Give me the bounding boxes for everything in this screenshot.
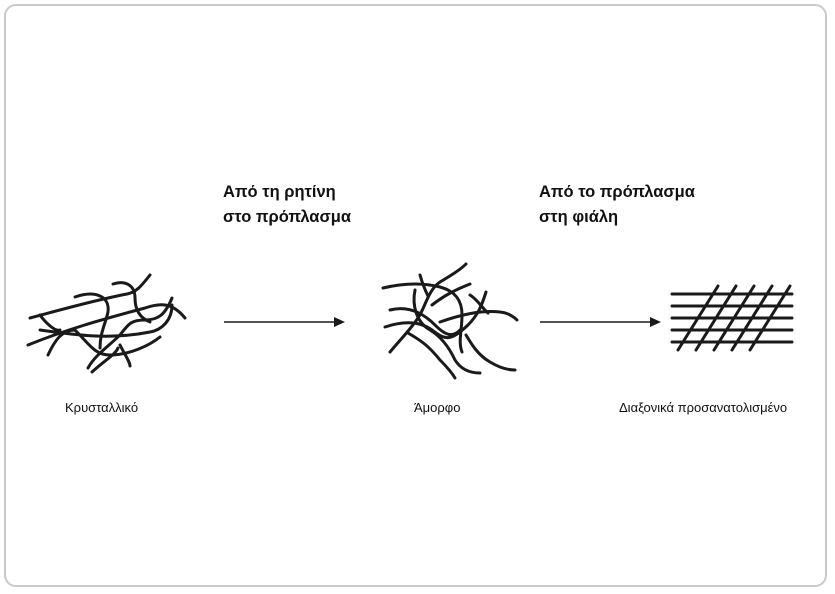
- crystalline-chain: [111, 281, 152, 324]
- crystalline-chain: [73, 292, 110, 350]
- step2-heading-line2: στη φιάλη: [539, 208, 619, 226]
- biaxial-oriented-structure: [670, 284, 794, 352]
- crystalline-chain: [118, 343, 132, 368]
- crystalline-chain: [90, 346, 120, 374]
- amorphous-structure: [381, 262, 519, 380]
- amorphous-chain: [438, 310, 519, 324]
- oriented-chain-diagonal: [694, 284, 738, 352]
- crystalline-chain: [38, 303, 174, 338]
- crystalline-caption: Κρυσταλλικό: [65, 400, 139, 415]
- crystalline-chain: [28, 273, 152, 320]
- arrow-resin-to-preform: [224, 317, 345, 327]
- oriented-chain-diagonal: [712, 284, 756, 352]
- amorphous-chain: [383, 290, 488, 340]
- step2-heading: Από το πρόπλασμα στη φιάλη: [539, 180, 695, 230]
- oriented-chain-diagonal: [748, 284, 792, 352]
- step1-heading: Από τη ρητίνη στο πρόπλασμα: [223, 180, 351, 230]
- biaxial-caption: Διαξονικά προσανατολισμένο: [619, 400, 788, 415]
- step1-heading-line1: Από τη ρητίνη: [223, 183, 336, 201]
- crystalline-chain: [86, 296, 174, 370]
- amorphous-chain: [418, 273, 430, 298]
- step1-heading-line2: στο πρόπλασμα: [223, 208, 351, 226]
- oriented-chain-diagonal: [676, 284, 720, 352]
- amorphous-caption: Άμορφο: [414, 400, 461, 415]
- amorphous-chain: [430, 282, 472, 307]
- amorphous-chain: [468, 293, 490, 315]
- crystalline-structure: [26, 273, 187, 374]
- amorphous-chain: [388, 262, 468, 354]
- step2-heading-line1: Από το πρόπλασμα: [539, 183, 695, 201]
- oriented-chain-diagonal: [730, 284, 774, 352]
- amorphous-chain: [406, 331, 457, 380]
- arrow-preform-to-bottle: [540, 317, 661, 327]
- crystalline-chain: [38, 313, 62, 332]
- amorphous-chain: [412, 288, 482, 375]
- crystalline-chain: [46, 328, 162, 357]
- amorphous-chain: [388, 307, 462, 337]
- amorphous-chain: [464, 333, 517, 372]
- amorphous-chain: [381, 282, 464, 354]
